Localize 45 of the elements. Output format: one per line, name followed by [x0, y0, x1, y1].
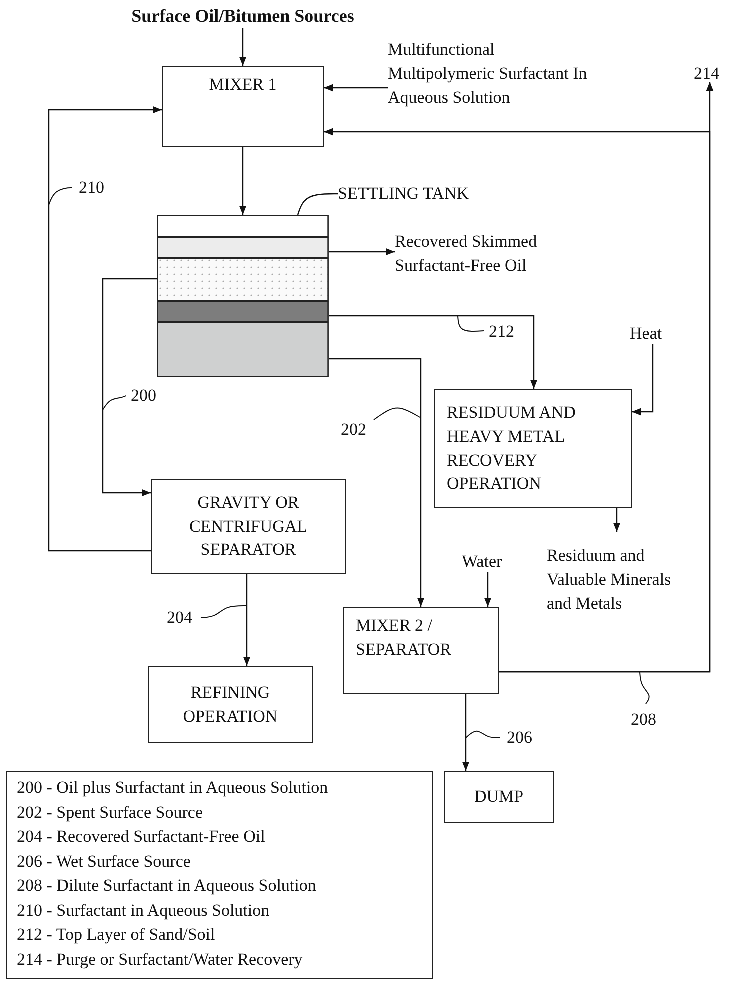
key-entry: 208 - Dilute Surfactant in Aqueous Solution [17, 875, 318, 897]
key-panel [6, 771, 433, 979]
key-entry: 204 - Recovered Surfactant-Free Oil [17, 826, 266, 848]
leader-line [297, 193, 338, 216]
box-label: MIXER 1 [208, 74, 278, 96]
box-label: DUMP [473, 786, 525, 808]
key-entry: 212 - Top Layer of Sand/Soil [17, 924, 216, 946]
key-entry: 202 - Spent Surface Source [17, 802, 204, 824]
text-label: Residuum and Valuable Minerals and Metals [547, 545, 672, 615]
process-box [434, 389, 632, 508]
process-box [148, 666, 313, 743]
process-box [444, 771, 554, 823]
text-label: Surface Oil/Bitumen Sources [130, 5, 356, 28]
arrow [243, 574, 251, 666]
arrow [462, 694, 470, 771]
box-label: RESIDUUM AND HEAVY METAL RECOVERY OPERATION [447, 402, 577, 496]
text-label: Water [462, 551, 504, 573]
arrow [324, 128, 711, 673]
arrow [329, 315, 538, 389]
arrow [239, 28, 247, 66]
process-box [151, 479, 346, 574]
text-label: Multifunctional Multipolymeric Surfactant In Aqueous Solution [388, 39, 588, 109]
key-entry: 200 - Oil plus Surfactant in Aqueous Solution [17, 777, 330, 799]
box-label: REFINING OPERATION [182, 682, 279, 728]
box-label: MIXER 2 / SEPARATOR [356, 615, 452, 661]
key-entry: 214 - Purge or Surfactant/Water Recovery [17, 948, 304, 971]
text-label: Recovered Skimmed Surfactant-Free Oil [395, 231, 538, 277]
arrow [484, 572, 492, 607]
process-box [343, 607, 499, 694]
arrow [239, 147, 247, 215]
key-entry: 210 - Surfactant in Aqueous Solution [17, 900, 271, 922]
text-label: 214 [694, 63, 720, 85]
arrow [324, 84, 388, 92]
arrow [102, 278, 157, 497]
arrow [632, 344, 654, 416]
text-label: SETTLING TANK [338, 183, 470, 205]
arrow [329, 248, 395, 256]
key-entry: 206 - Wet Surface Source [17, 850, 192, 872]
text-label: Heat [630, 323, 664, 345]
arrow [613, 508, 621, 532]
process-box [162, 66, 324, 147]
settling-tank-drawing [157, 215, 329, 377]
arrow [329, 358, 425, 607]
box-label: GRAVITY OR CENTRIFUGAL SEPARATOR [188, 492, 309, 562]
arrow [48, 106, 162, 552]
